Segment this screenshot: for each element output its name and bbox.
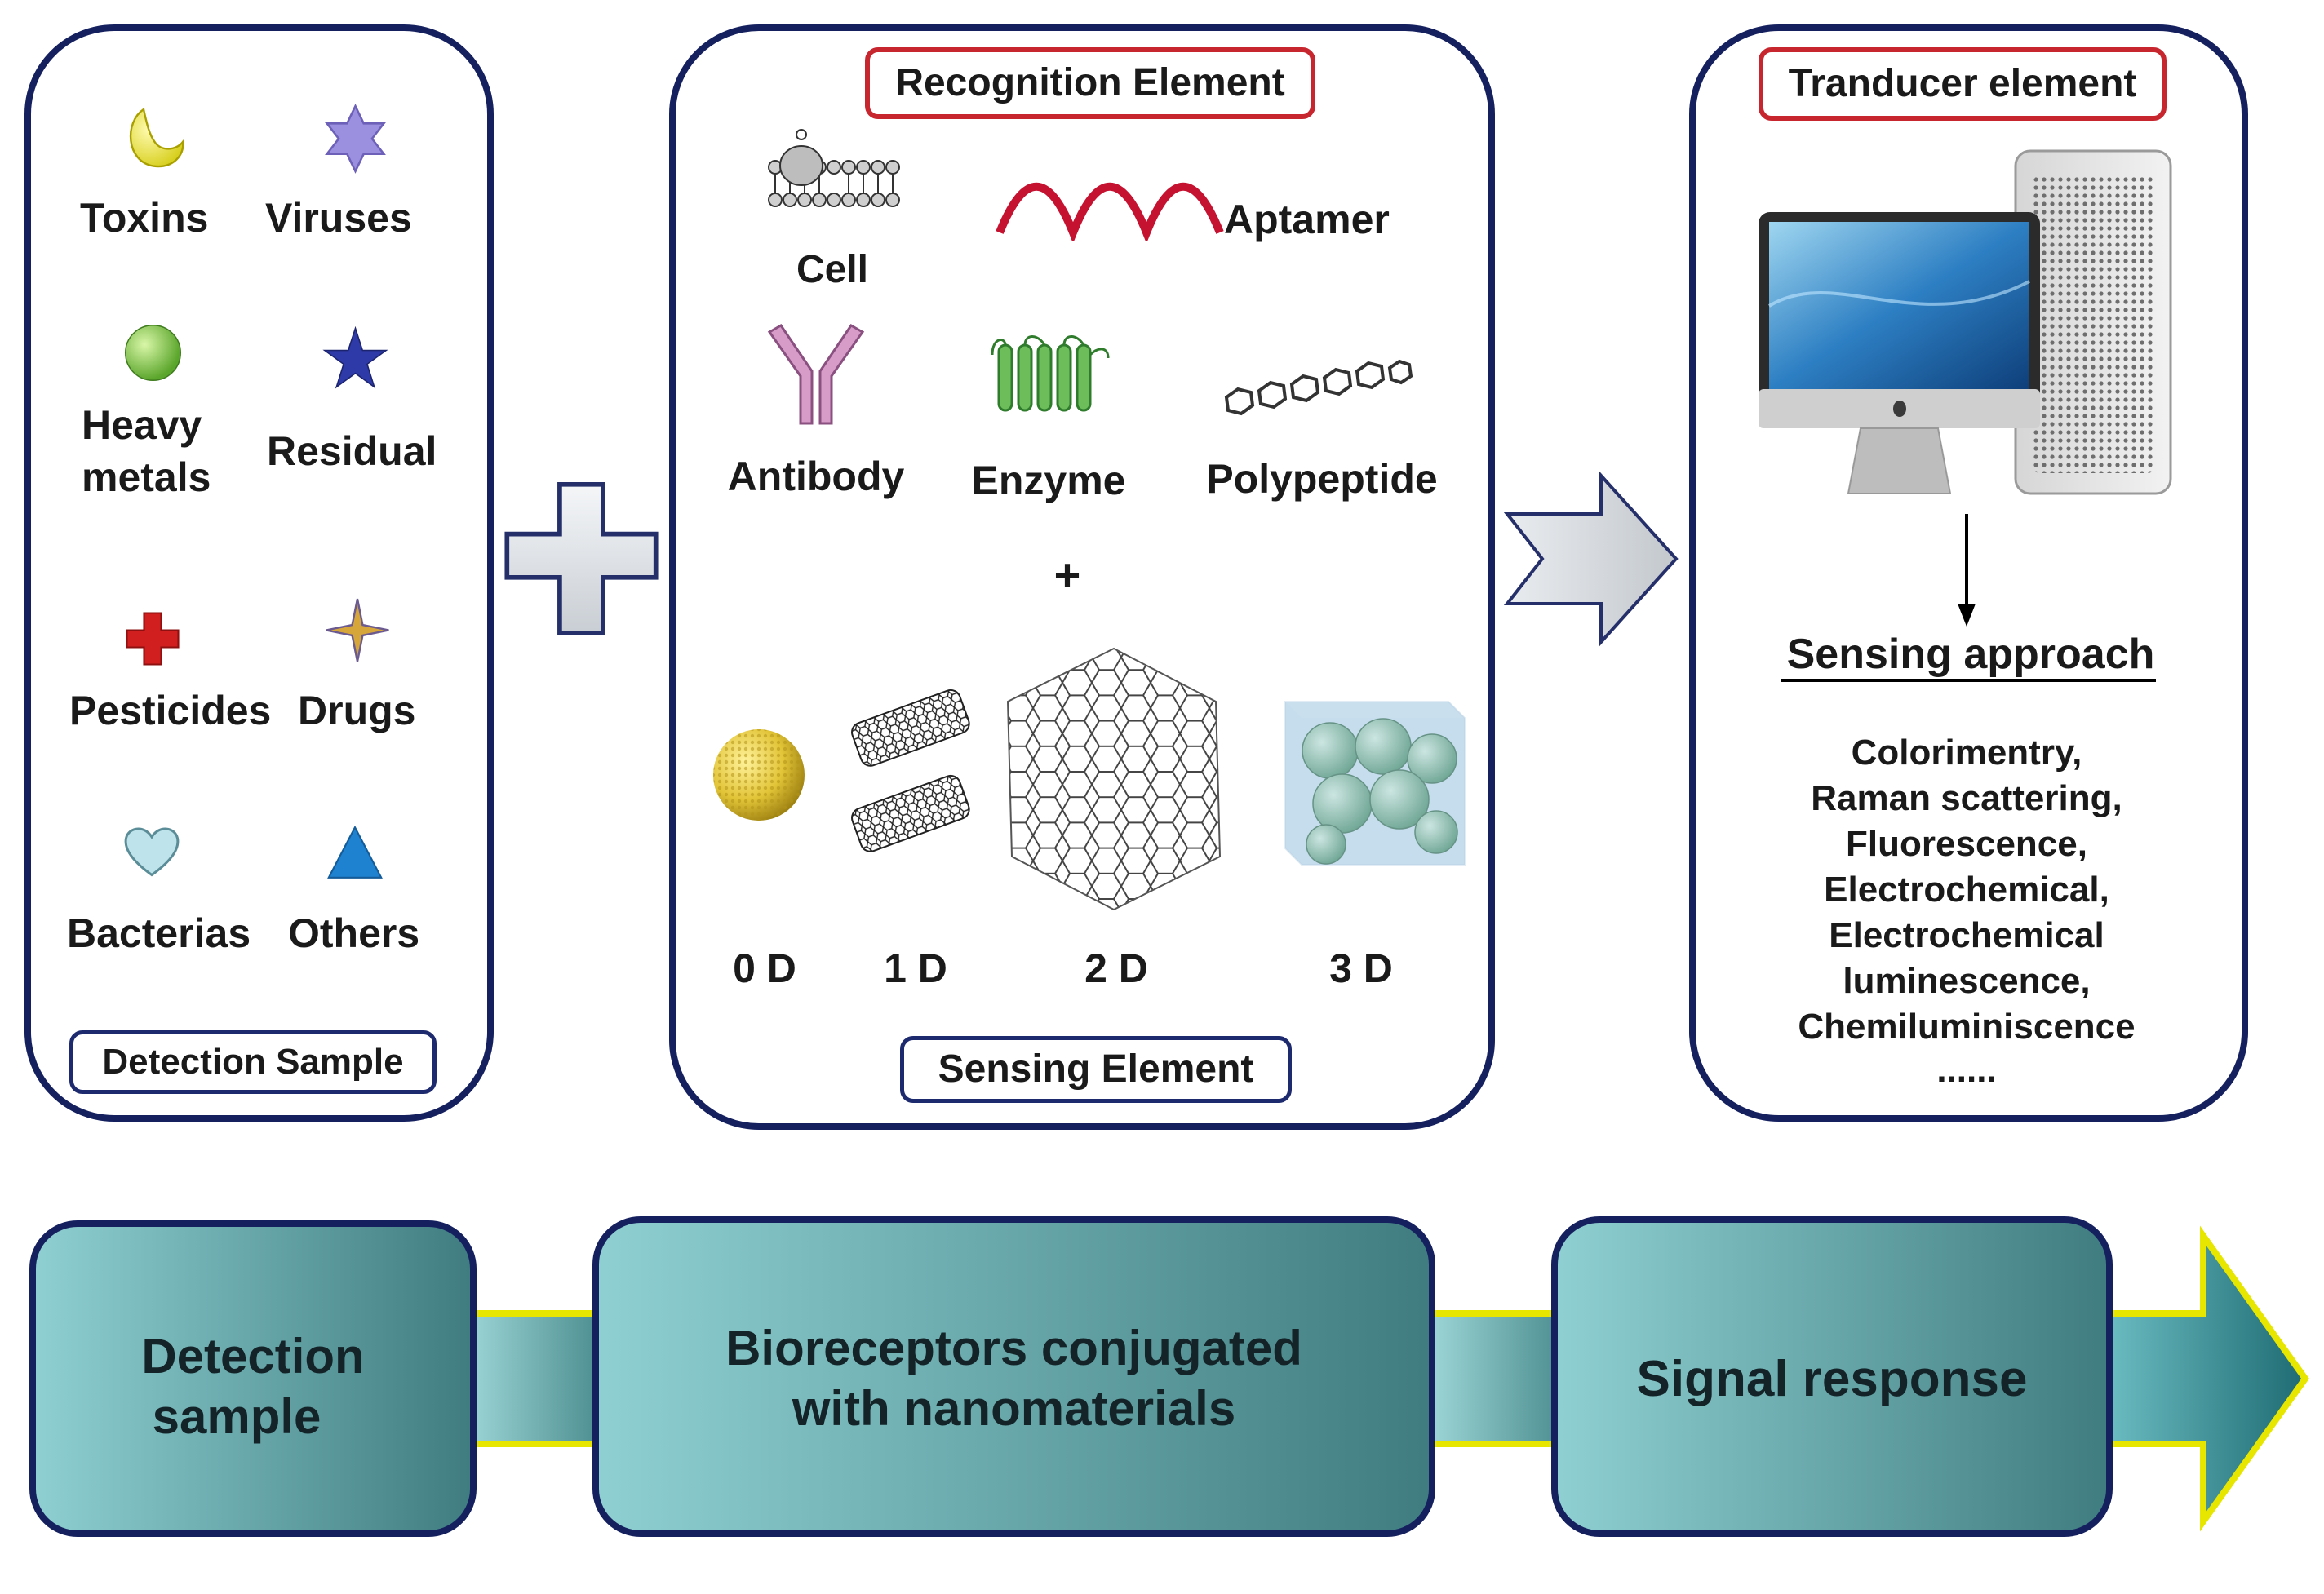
transducer-element-tag: Tranducer element — [1759, 47, 2167, 121]
aptamer-wave-icon — [996, 182, 1224, 241]
bacterias-label: Bacterias — [67, 910, 251, 956]
metals-label: metals — [82, 454, 211, 500]
computer-icon — [1759, 149, 2172, 495]
label-3d: 3 D — [1329, 945, 1393, 991]
label-0d: 0 D — [733, 945, 796, 991]
approach-1: Colorimentry, — [1851, 733, 2082, 773]
graphene-sheet-icon — [1006, 647, 1222, 911]
approach-2: Raman scattering, — [1811, 778, 2122, 818]
cross-icon — [126, 612, 180, 666]
residual-label: Residual — [267, 428, 437, 474]
nanoparticle-sphere-icon — [713, 729, 805, 821]
enzyme-helix-icon — [991, 335, 1110, 412]
cell-label: Cell — [796, 248, 869, 291]
enzyme-label: Enzyme — [971, 458, 1126, 503]
sensing-approach-title: Sensing approach — [1786, 631, 2155, 678]
down-arrow-icon — [1958, 514, 1976, 627]
approach-3: Fluorescence, — [1846, 824, 2087, 864]
flow-step-2-line1: Bioreceptors conjugated — [725, 1321, 1302, 1375]
approach-7: Chemiluminiscence — [1798, 1007, 2136, 1047]
label-1d: 1 D — [884, 945, 947, 991]
nanotube-icon — [851, 689, 970, 852]
approach-8: ...... — [1936, 1050, 1997, 1090]
six-point-star-icon — [325, 104, 386, 174]
detection-sample-panel — [24, 24, 494, 1122]
heart-icon — [124, 827, 180, 877]
nanocube-icon — [1284, 701, 1466, 866]
polypeptide-chain-icon — [1224, 359, 1413, 416]
flow-step-1-line1: Detection — [141, 1329, 365, 1384]
flow-diagram — [29, 1216, 2309, 1537]
sensing-element-tag: Sensing Element — [900, 1036, 1292, 1103]
flow-end-arrow — [2094, 1225, 2309, 1532]
flow-box-3 — [1551, 1216, 2113, 1537]
four-point-star-icon — [326, 598, 389, 662]
chevron-arrow-icon — [1503, 471, 1679, 647]
label-2d: 2 D — [1084, 945, 1148, 991]
heavy-label: Heavy — [82, 402, 202, 448]
triangle-icon — [327, 825, 383, 879]
approach-5: Electrochemical — [1829, 915, 2104, 955]
polypeptide-label: Polypeptide — [1206, 456, 1438, 502]
cell-membrane-icon — [768, 129, 900, 207]
plus-sign: + — [1053, 549, 1081, 600]
others-label: Others — [288, 910, 420, 956]
detection-sample-tag: Detection Sample — [69, 1030, 437, 1094]
aptamer-label: Aptamer — [1224, 197, 1390, 242]
antibody-icon — [767, 324, 865, 425]
crescent-icon — [129, 108, 184, 168]
antibody-label: Antibody — [727, 454, 905, 499]
flow-connector-2 — [1425, 1310, 1570, 1447]
five-point-star-icon — [322, 326, 388, 389]
drugs-label: Drugs — [298, 688, 416, 733]
flow-step-3-label: Signal response — [1636, 1351, 2028, 1407]
flow-box-2 — [592, 1216, 1435, 1537]
toxins-label: Toxins — [80, 195, 209, 241]
flow-step-2-line2: with nanomaterials — [792, 1381, 1236, 1436]
flow-box-1 — [29, 1220, 477, 1537]
recognition-element-tag: Recognition Element — [865, 47, 1315, 119]
viruses-label: Viruses — [265, 195, 412, 241]
plus-connector-icon — [504, 481, 659, 636]
sensing-approach-underline — [1781, 679, 2156, 682]
sphere-icon — [125, 325, 181, 381]
approach-6: luminescence, — [1843, 961, 2091, 1001]
flow-step-1-line2: sample — [152, 1389, 322, 1444]
approach-4: Electrochemical, — [1824, 870, 2109, 910]
pesticides-label: Pesticides — [69, 688, 272, 733]
flow-connector-1 — [462, 1310, 607, 1447]
